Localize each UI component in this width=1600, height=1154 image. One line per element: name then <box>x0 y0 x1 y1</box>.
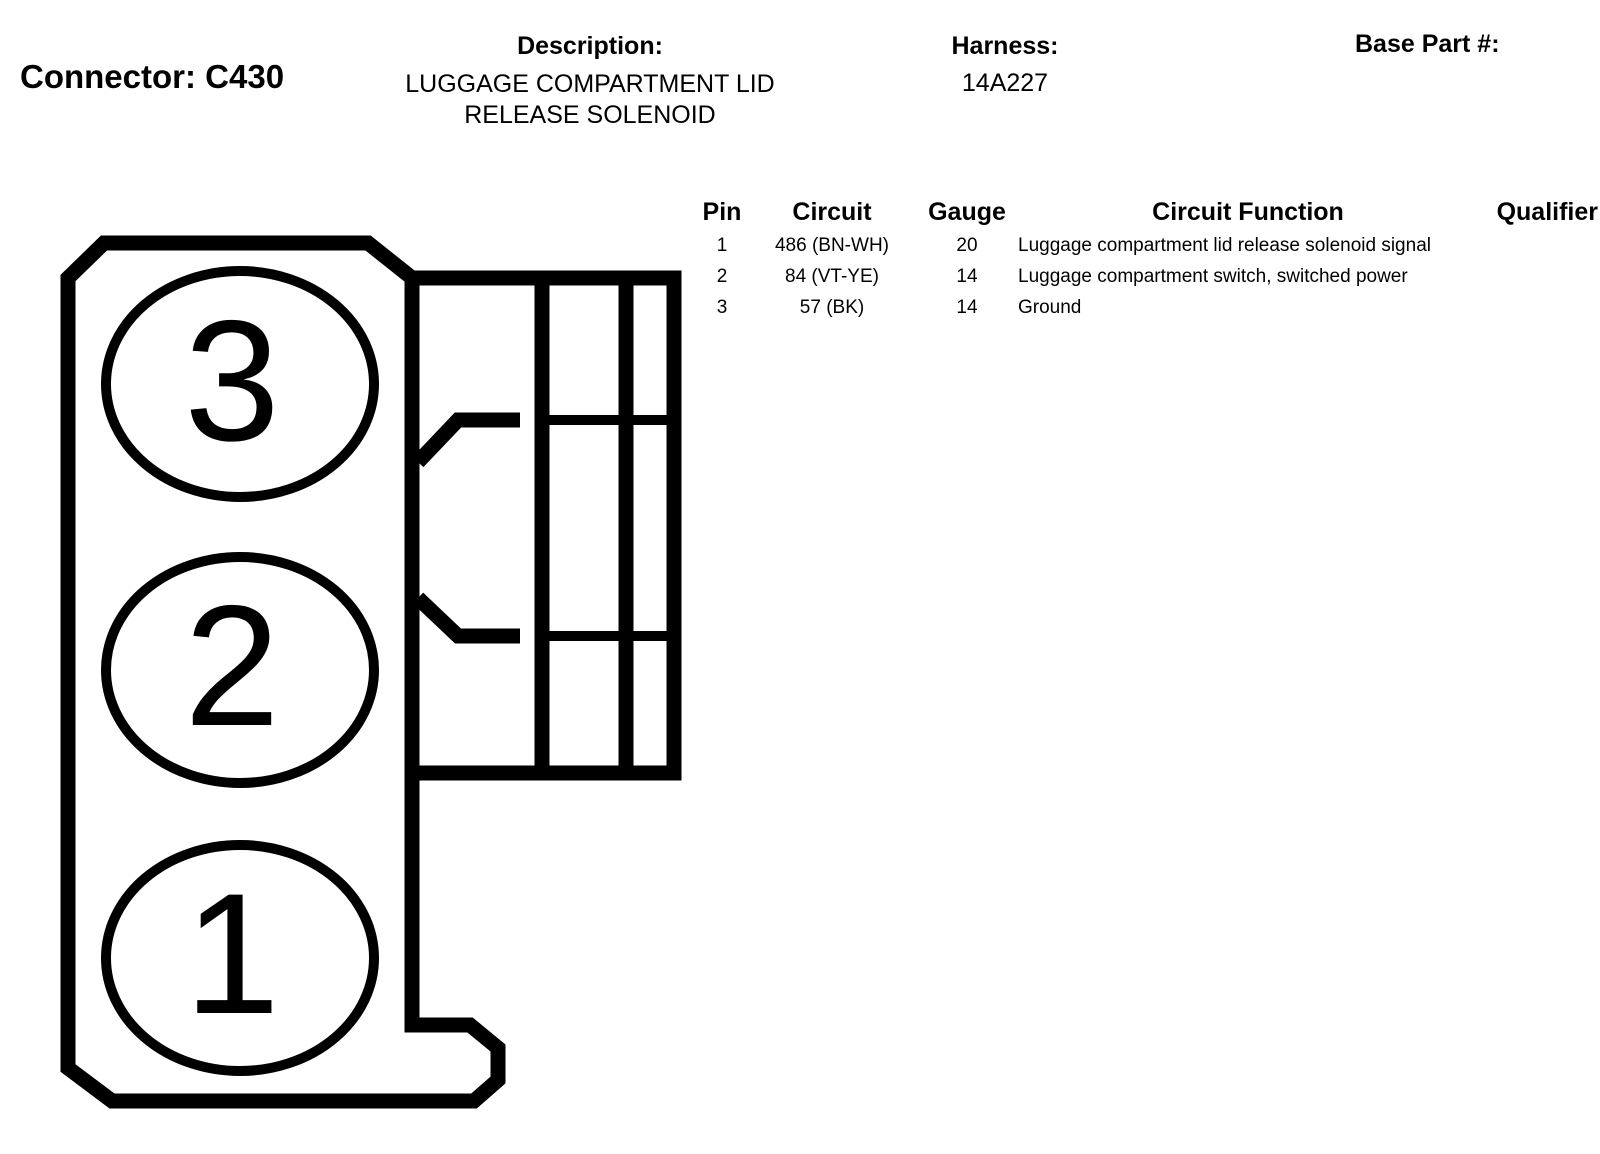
cell-gauge: 14 <box>956 296 978 318</box>
col-header-pin: Pin <box>702 197 742 226</box>
cell-circuit: 486 (BN-WH) <box>774 234 889 256</box>
harness-value: 14A227 <box>961 69 1049 97</box>
cell-gauge: 20 <box>956 234 978 256</box>
base-part-label: Base Part #: <box>1355 30 1500 58</box>
table-row: 1 486 (BN-WH) 20 Luggage compartment lid… <box>702 230 1598 261</box>
pin-cavity-3 <box>101 266 379 502</box>
description-line-1: LUGGAGE COMPARTMENT LID <box>405 70 775 98</box>
pin-cavity-2 <box>101 552 379 788</box>
col-header-circuit: Circuit <box>792 197 872 226</box>
cell-function: Luggage compartment lid release solenoid… <box>1018 234 1431 256</box>
cell-circuit: 84 (VT-YE) <box>785 265 879 287</box>
cell-qualifier <box>1478 261 1598 292</box>
latch-arm-upper <box>412 412 520 468</box>
table-row: 3 57 (BK) 14 Ground <box>702 292 1598 323</box>
col-header-qualifier: Qualifier <box>1496 197 1598 226</box>
pin-number-2: 2 <box>184 570 280 762</box>
cell-gauge: 14 <box>956 265 978 287</box>
harness-label: Harness: <box>951 32 1059 60</box>
cell-qualifier <box>1478 230 1598 261</box>
description-label: Description: <box>517 32 663 60</box>
table-header-row: Pin Circuit Gauge Circuit Function Quali… <box>702 194 1598 230</box>
cell-pin: 3 <box>716 296 728 318</box>
cell-function: Luggage compartment switch, switched pow… <box>1018 265 1408 287</box>
cell-circuit: 57 (BK) <box>799 296 865 318</box>
connector-face-diagram: 3 2 1 <box>60 235 682 1109</box>
pin-number-3: 3 <box>184 285 280 477</box>
pin-cavity-1 <box>101 840 379 1076</box>
col-header-gauge: Gauge <box>928 197 1006 226</box>
cell-qualifier <box>1478 292 1598 323</box>
pin-table: Pin Circuit Gauge Circuit Function Quali… <box>702 194 1598 323</box>
description-line-2: RELEASE SOLENOID <box>464 101 716 129</box>
table-row: 2 84 (VT-YE) 14 Luggage compartment swit… <box>702 261 1598 292</box>
cell-function: Ground <box>1018 296 1082 318</box>
pin-number-1: 1 <box>184 858 280 1050</box>
connector-title: Connector: C430 <box>20 58 285 95</box>
description-value: LUGGAGE COMPARTMENT LID RELEASE SOLENOID <box>350 69 830 131</box>
cell-pin: 1 <box>716 234 728 256</box>
connector-housing-outline <box>60 235 506 1109</box>
col-header-function: Circuit Function <box>1152 197 1344 226</box>
latch-arm-lower <box>412 592 520 644</box>
cell-pin: 2 <box>716 265 728 287</box>
